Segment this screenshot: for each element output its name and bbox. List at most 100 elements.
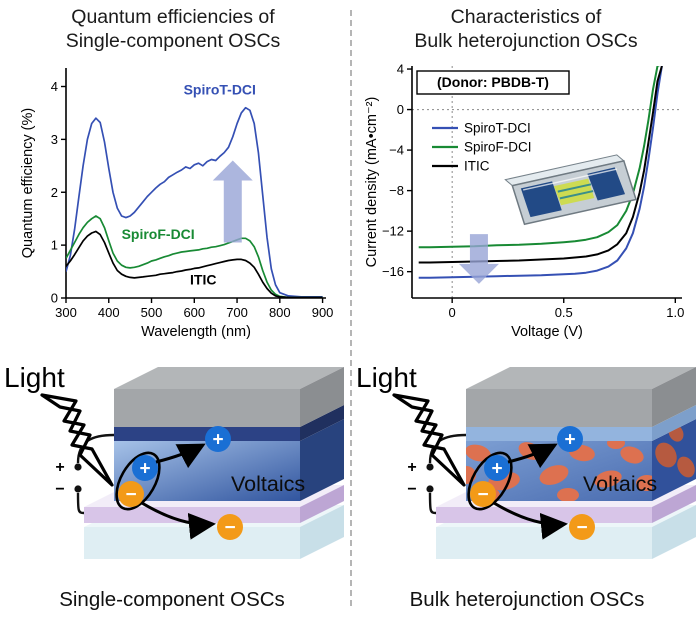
legend-label: ITIC bbox=[464, 159, 490, 174]
substrate-front-face bbox=[84, 527, 300, 559]
svg-text:0: 0 bbox=[397, 102, 404, 117]
svg-text:900: 900 bbox=[312, 305, 334, 320]
voltaics-label: Voltaics bbox=[231, 472, 305, 496]
curve-label: ITIC bbox=[190, 271, 216, 287]
negative-terminal-dot bbox=[426, 485, 434, 493]
negative-terminal-label: − bbox=[55, 481, 64, 498]
free-hole bbox=[557, 426, 583, 452]
left-title-line2: Single-component OSCs bbox=[65, 29, 281, 52]
voltaics-label: Voltaics bbox=[583, 472, 657, 496]
right-title-line1: Characteristics of bbox=[450, 6, 602, 28]
free-electron bbox=[217, 514, 243, 540]
hole-charge-sign: + bbox=[491, 459, 502, 480]
svg-text:4: 4 bbox=[397, 62, 404, 77]
positive-terminal-label: + bbox=[407, 459, 416, 476]
negative-wire bbox=[76, 492, 85, 515]
device-photo-inset bbox=[504, 154, 637, 226]
curve-label: SpiroF-DCI bbox=[122, 226, 195, 242]
positive-terminal-label: + bbox=[55, 459, 64, 476]
free-hole-sign: + bbox=[212, 430, 223, 451]
svg-text:2: 2 bbox=[51, 185, 58, 200]
negative-terminal-dot bbox=[74, 485, 82, 493]
top-electrode-top-face bbox=[114, 367, 344, 389]
top-electrode-right-face bbox=[300, 367, 344, 427]
exciton-pair: + − bbox=[115, 451, 161, 511]
panel-divider bbox=[350, 10, 352, 606]
active-right-face bbox=[300, 419, 344, 501]
svg-text:300: 300 bbox=[55, 305, 77, 320]
svg-text:800: 800 bbox=[269, 305, 291, 320]
hole-charge-sign: + bbox=[139, 459, 150, 480]
hole-charge bbox=[132, 455, 158, 481]
free-electron bbox=[569, 514, 595, 540]
curve-label: SpiroT-DCI bbox=[184, 81, 256, 97]
svg-text:500: 500 bbox=[141, 305, 163, 320]
svg-text:0: 0 bbox=[51, 291, 58, 306]
free-hole-sign: + bbox=[564, 430, 575, 451]
lightning-bolt-icon bbox=[392, 393, 466, 487]
svg-text:4: 4 bbox=[51, 79, 58, 94]
free-charges: + − bbox=[205, 426, 243, 540]
exciton-pair: + − bbox=[467, 451, 513, 511]
top-electrode-layer bbox=[466, 367, 696, 427]
hole-transfer-arrow bbox=[155, 443, 206, 469]
electron-transfer-arrow bbox=[141, 501, 216, 540]
left-caption: Single-component OSCs bbox=[59, 588, 285, 611]
right-panel-title: Characteristics of Bulk heterojunction O… bbox=[352, 6, 700, 54]
bhj-active-layer bbox=[466, 419, 696, 501]
trend-arrow bbox=[212, 160, 253, 243]
free-hole bbox=[205, 426, 231, 452]
y-axis-label: Quantum efficiency (%) bbox=[20, 108, 36, 258]
electron-charge bbox=[118, 481, 144, 507]
positive-terminal-dot bbox=[74, 463, 82, 471]
negative-terminal-label: − bbox=[407, 481, 416, 498]
x-axis-label: Voltage (V) bbox=[511, 324, 583, 340]
light-label: Light bbox=[4, 362, 65, 393]
electron-charge-sign: − bbox=[125, 485, 136, 506]
trend-arrow bbox=[458, 234, 499, 284]
x-axis-label: Wavelength (nm) bbox=[141, 324, 251, 340]
svg-text:1.0: 1.0 bbox=[666, 305, 684, 320]
left-panel-title: Quantum efficiencies of Single-component… bbox=[0, 6, 346, 54]
svg-text:−8: −8 bbox=[389, 183, 404, 198]
electron-charge bbox=[470, 481, 496, 507]
svg-text:400: 400 bbox=[98, 305, 120, 320]
svg-text:600: 600 bbox=[183, 305, 205, 320]
svg-text:−4: −4 bbox=[389, 143, 404, 158]
legend-label: SpiroF-DCI bbox=[464, 140, 532, 155]
free-electron-sign: − bbox=[576, 518, 587, 539]
electron-transfer-arrow bbox=[493, 501, 568, 540]
svg-text:0: 0 bbox=[449, 305, 456, 320]
series-SpiroF-DCI bbox=[66, 215, 323, 298]
right-caption: Bulk heterojunction OSCs bbox=[409, 588, 645, 611]
device-photo bbox=[504, 154, 637, 226]
top-electrode-layer bbox=[114, 367, 344, 427]
positive-terminal-dot bbox=[426, 463, 434, 471]
y-axis-label: Current density (mA•cm⁻²) bbox=[364, 97, 380, 268]
free-electron-sign: − bbox=[224, 518, 235, 539]
svg-text:1: 1 bbox=[51, 238, 58, 253]
svg-text:700: 700 bbox=[226, 305, 248, 320]
single-component-device-diagram: + − Light + − + − Voltaics bbox=[4, 362, 344, 559]
bulk-heterojunction-device-diagram: + − Light + − + − Voltaics bbox=[356, 362, 696, 559]
svg-text:−12: −12 bbox=[382, 224, 404, 239]
hole-charge bbox=[484, 455, 510, 481]
free-charges: + − bbox=[557, 426, 595, 540]
electron-charge-sign: − bbox=[477, 485, 488, 506]
legend: SpiroT-DCI SpiroF-DCI ITIC bbox=[432, 121, 532, 174]
bottom-electrode-front-face bbox=[84, 507, 300, 523]
left-title-line1: Quantum efficiencies of bbox=[71, 6, 275, 28]
interlayer-right-face bbox=[300, 405, 344, 441]
legend-label: SpiroT-DCI bbox=[464, 121, 531, 136]
svg-text:−16: −16 bbox=[382, 264, 404, 279]
bottom-electrode-right-face bbox=[300, 485, 344, 523]
svg-text:(Donor: PBDB-T): (Donor: PBDB-T) bbox=[437, 74, 549, 90]
exciton-outline bbox=[467, 451, 513, 511]
substrate-right-face bbox=[300, 505, 344, 559]
series-ITIC bbox=[66, 230, 323, 298]
